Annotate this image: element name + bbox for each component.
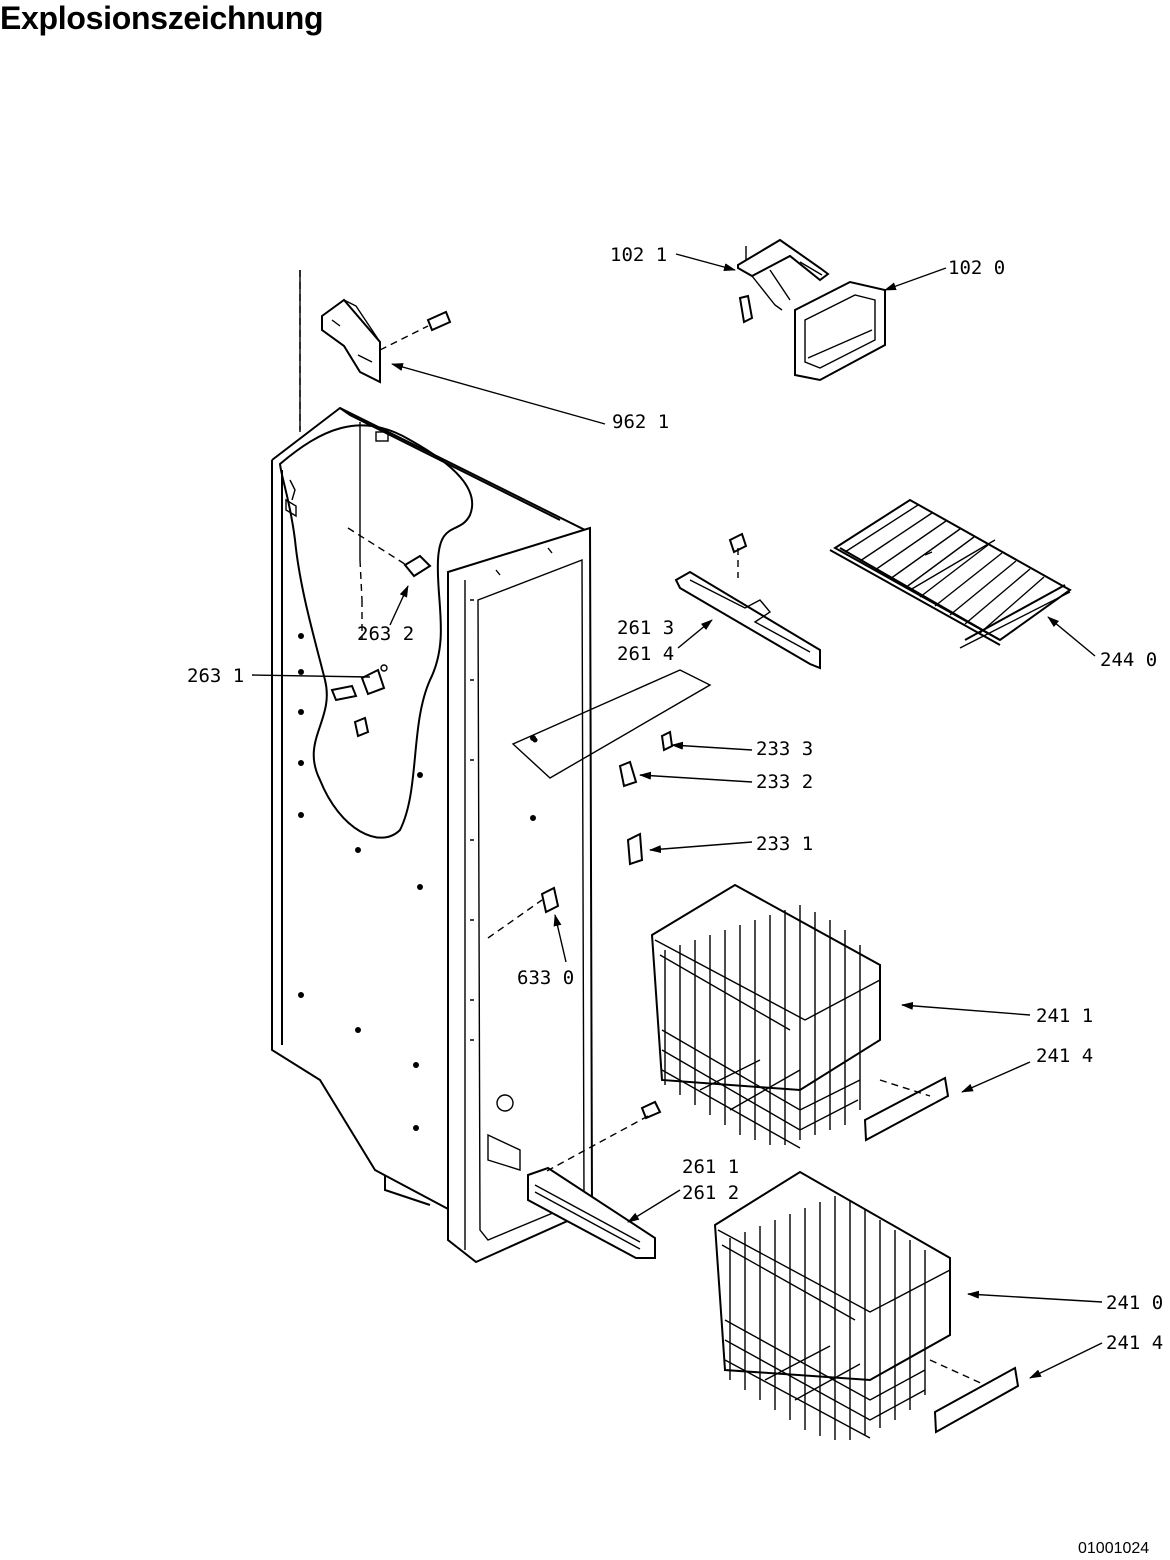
callout-633-0: 633 0 — [517, 967, 574, 989]
plate-102-0 — [794, 280, 886, 382]
callout-261-3: 261 3 — [617, 617, 674, 639]
callout-241-4-upper: 241 4 — [1036, 1045, 1093, 1067]
callout-261-2: 261 2 — [682, 1182, 739, 1204]
rail-261-3-4 — [674, 532, 821, 670]
bracket-102-1 — [737, 238, 830, 324]
basket-lower — [713, 1170, 1020, 1440]
callout-233-3: 233 3 — [756, 738, 813, 760]
callout-241-1: 241 1 — [1036, 1005, 1093, 1027]
callout-261-4: 261 4 — [617, 643, 674, 665]
switch-633-0 — [487, 886, 560, 939]
page-title: Explosionszeichnung — [0, 0, 324, 36]
callout-962-1: 962 1 — [612, 411, 669, 433]
callout-102-0: 102 0 — [948, 257, 1005, 279]
callout-241-4-lower: 241 4 — [1106, 1332, 1163, 1354]
sensor-plate — [511, 669, 712, 866]
callout-233-1: 233 1 — [756, 833, 813, 855]
callout-244-0: 244 0 — [1100, 649, 1157, 671]
callout-263-2: 263 2 — [357, 623, 414, 645]
callout-241-0: 241 0 — [1106, 1292, 1163, 1314]
clip-263 — [330, 527, 432, 738]
wiring-harness — [278, 424, 474, 839]
drawing-code: 01001024 — [1078, 1540, 1150, 1557]
drawer-front-261 — [527, 1100, 662, 1259]
leader-lines — [251, 253, 1103, 1379]
callout-233-2: 233 2 — [756, 771, 813, 793]
callout-263-1: 263 1 — [187, 665, 244, 687]
cabinet-body — [271, 270, 594, 1264]
callout-261-1: 261 1 — [682, 1156, 739, 1178]
callout-102-1: 102 1 — [610, 244, 667, 266]
wire-shelf — [829, 498, 1072, 649]
top-hinge-part — [321, 298, 452, 384]
basket-upper — [650, 883, 950, 1149]
